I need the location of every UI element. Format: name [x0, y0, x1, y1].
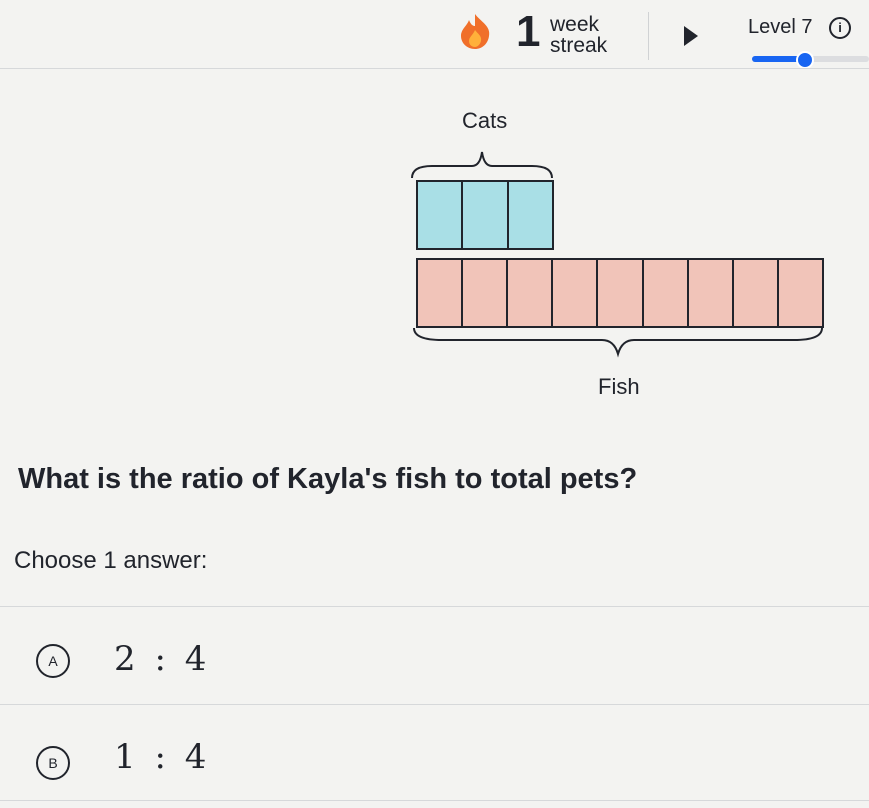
fish-cell: [553, 260, 599, 326]
streak-label-week: week: [550, 13, 600, 36]
choice-b-text: 1 : 4: [114, 737, 211, 777]
fish-cell: [778, 260, 822, 326]
fish-cell: [688, 260, 734, 326]
fish-cell: [418, 260, 464, 326]
fish-brace: [413, 327, 823, 358]
fish-cell: [463, 260, 509, 326]
fish-label: Fish: [598, 374, 640, 399]
choices-divider-bottom: [0, 800, 869, 801]
play-icon[interactable]: [684, 26, 698, 46]
cat-cell: [463, 182, 509, 248]
info-icon[interactable]: i: [829, 17, 851, 39]
fish-tape: [416, 258, 824, 328]
choice-b-letter: B: [36, 746, 70, 780]
tape-diagram: Cats Fish: [411, 108, 824, 399]
header-divider-line: [0, 68, 869, 69]
cats-tape: [416, 180, 554, 250]
choice-a-text: 2 : 4: [114, 639, 211, 679]
cats-label: Cats: [462, 108, 508, 133]
choice-a-letter: A: [36, 644, 70, 678]
fish-cell: [643, 260, 689, 326]
cat-cell: [418, 182, 464, 248]
choices-divider-top: [0, 606, 869, 607]
header-divider: [648, 12, 649, 60]
choose-prompt: Choose 1 answer:: [14, 547, 208, 574]
choice-a[interactable]: A 2 : 4: [30, 622, 850, 692]
level-progress-fill: [752, 56, 805, 62]
cat-cell: [508, 182, 552, 248]
question-text: What is the ratio of Kayla's fish to tot…: [18, 463, 638, 495]
level-label: Level 7: [748, 16, 813, 38]
streak-count: 1: [516, 7, 541, 56]
fish-cell: [508, 260, 554, 326]
streak-label-streak: streak: [550, 34, 608, 57]
flame-icon: [461, 14, 490, 49]
choices-divider-middle: [0, 704, 869, 705]
cats-brace: [411, 151, 553, 179]
top-bar: 1 week streak Level 7 i: [0, 0, 869, 70]
fish-cell: [598, 260, 644, 326]
choice-b[interactable]: B 1 : 4: [30, 720, 850, 790]
fish-cell: [733, 260, 779, 326]
